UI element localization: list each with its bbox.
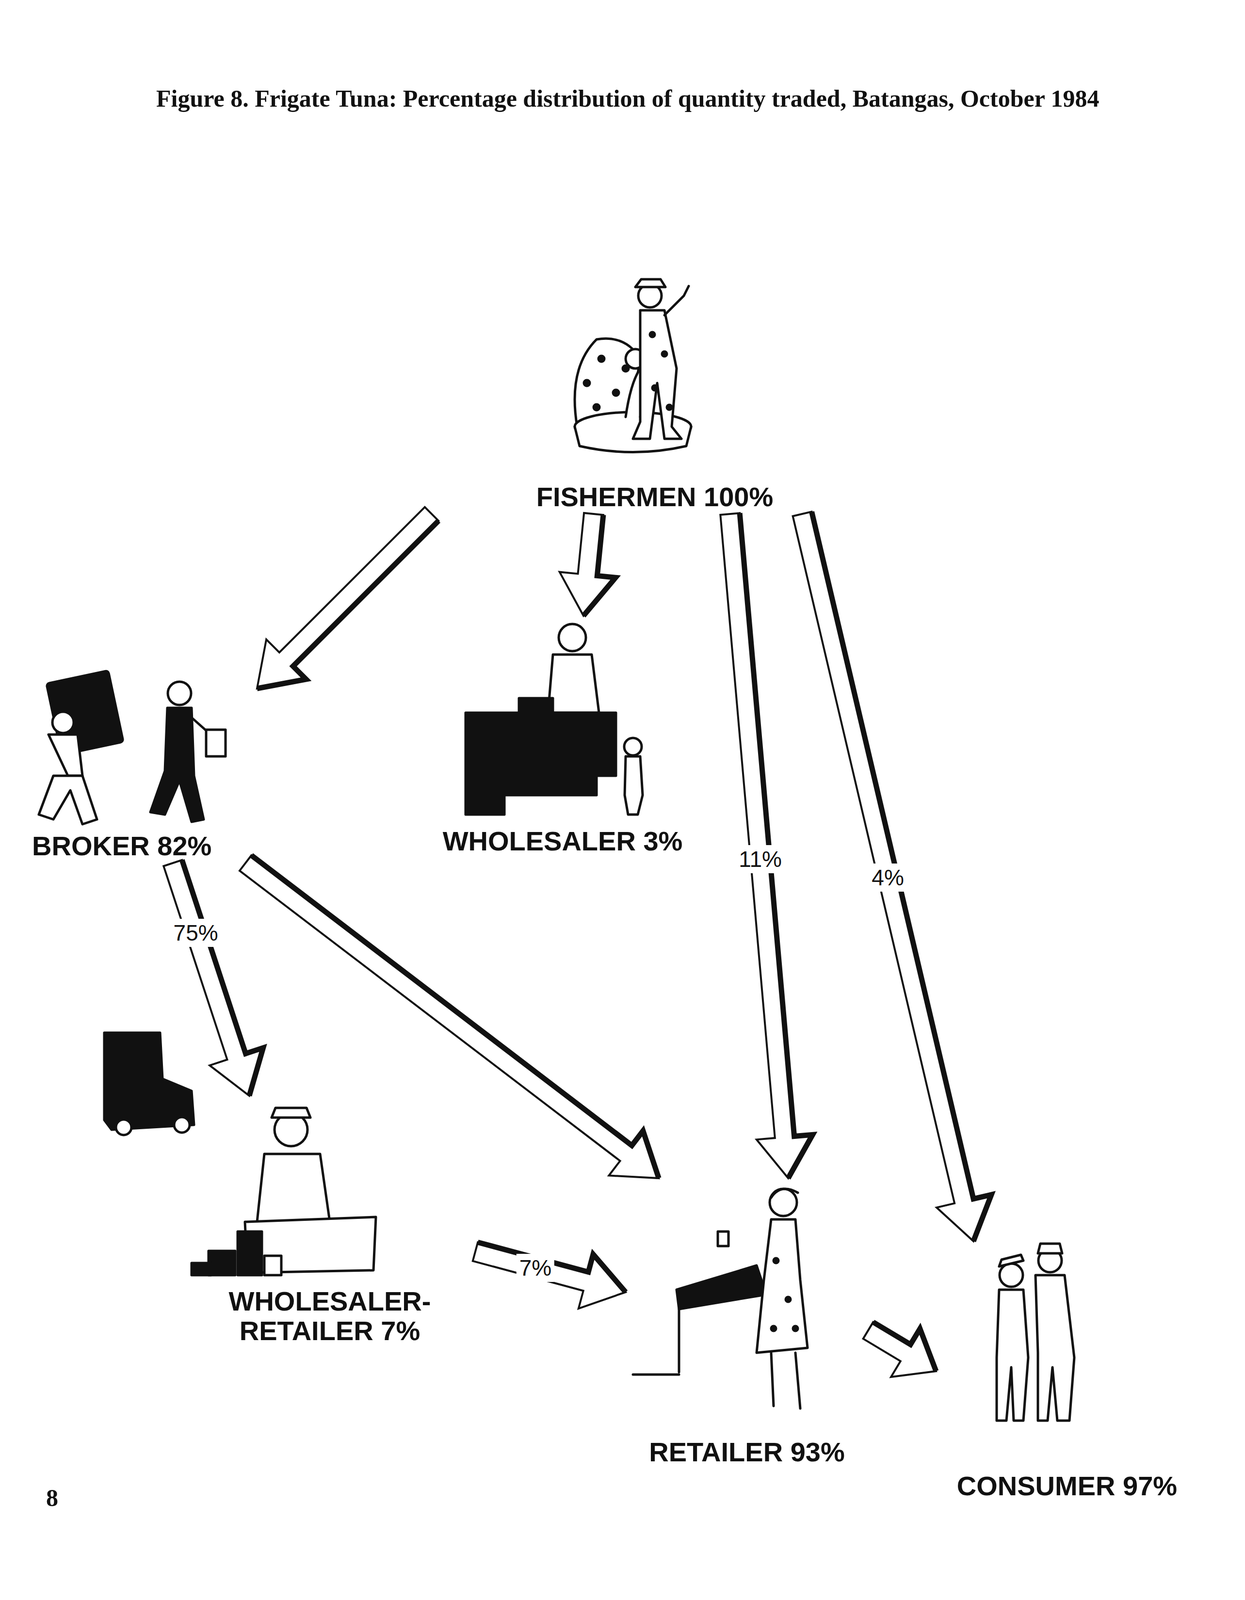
share-label: 11% [735, 845, 785, 874]
truck-icon [104, 1033, 195, 1136]
flow-arrow [720, 513, 813, 1179]
arrow-shadow [181, 860, 263, 1097]
wholesaler-retailer-figure [191, 1108, 376, 1276]
retailer-figure [632, 1189, 808, 1409]
share-label: 4% [868, 863, 907, 892]
arrow-outline [863, 1322, 937, 1378]
flow-arrow [559, 513, 616, 616]
node-label: WHOLESALER 3% [439, 824, 686, 859]
arrow-outline [792, 511, 992, 1242]
flow-arrow [472, 1242, 626, 1310]
actor-node: BROKER 82% [29, 669, 258, 864]
flow-arrow [792, 511, 992, 1242]
broker-figure [38, 670, 226, 825]
node-label: BROKER 82% [29, 829, 215, 864]
flow-arrow [239, 855, 659, 1179]
arrow-outline [559, 513, 616, 616]
actor-node: CONSUMER 97% [936, 1241, 1198, 1504]
arrow-outline [239, 855, 659, 1179]
fishermen-figure [574, 279, 692, 453]
arrow-shadow [257, 520, 439, 689]
actor-node: WHOLESALER 3% [417, 615, 709, 859]
share-label: 7% [516, 1254, 555, 1283]
share-label: 75% [170, 919, 222, 948]
actor-node: RETAILER 93% [625, 1178, 869, 1470]
node-label: RETAILER 93% [646, 1435, 848, 1470]
actor-node: FISHERMEN 100% [397, 271, 912, 515]
wholesaler-figure [465, 624, 643, 815]
arrow-outline [257, 507, 439, 689]
node-label: WHOLESALER- RETAILER 7% [191, 1284, 469, 1349]
flow-arrow [257, 507, 439, 689]
node-label: FISHERMEN 100% [533, 480, 777, 515]
arrow-shadow [873, 1322, 937, 1372]
flow-arrow [163, 860, 263, 1097]
consumer-figure [996, 1244, 1075, 1422]
arrow-outline [472, 1242, 626, 1310]
arrow-outline [163, 860, 263, 1097]
arrow-shadow [811, 511, 992, 1242]
flow-arrow [863, 1322, 937, 1378]
actor-node: WHOLESALER- RETAILER 7% [184, 1096, 476, 1349]
arrow-shadow [477, 1242, 626, 1293]
figure-title: Figure 8. Frigate Tuna: Percentage distr… [156, 82, 1145, 116]
arrow-outline [720, 513, 813, 1179]
page-number: 8 [46, 1484, 59, 1513]
arrow-shadow [251, 855, 659, 1179]
node-label: CONSUMER 97% [953, 1469, 1181, 1504]
arrow-shadow [583, 515, 616, 616]
